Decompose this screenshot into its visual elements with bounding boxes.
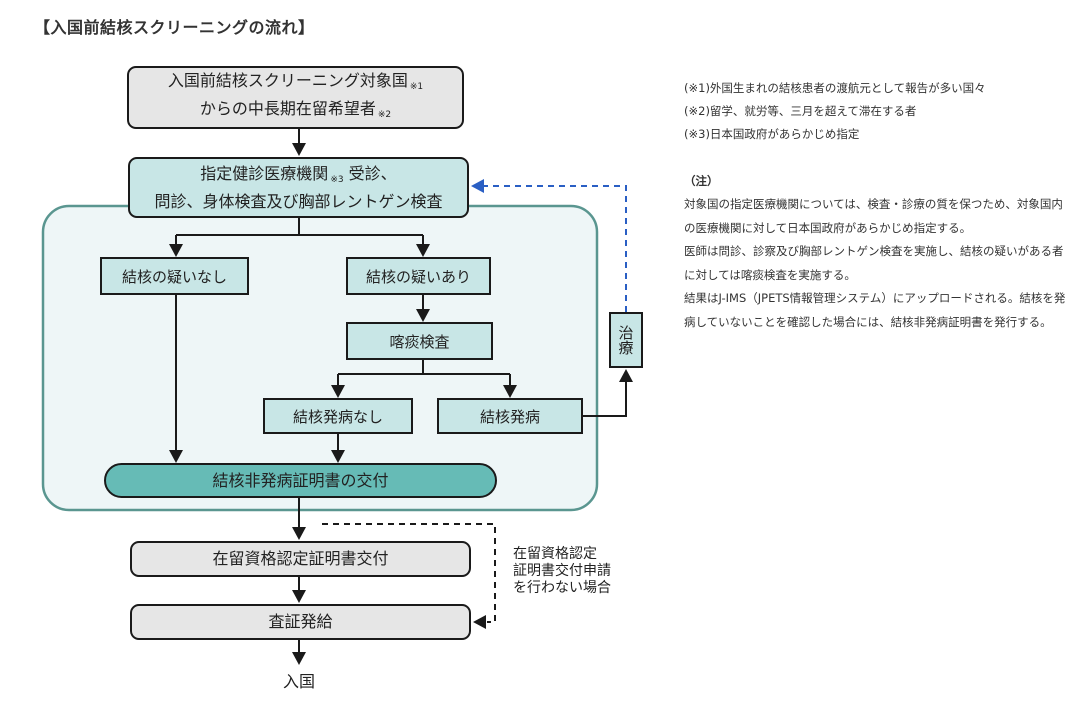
start-box: 入国前結核スクリーニング対象国※1 からの中長期在留希望者※2: [127, 66, 464, 129]
notes-body: 対象国の指定医療機関については、検査・診療の質を保つため、対象国内の医療機関に対…: [684, 193, 1069, 334]
exam-box: 指定健診医療機関※3 受診、 問診、身体検査及び胸部レントゲン検査: [128, 157, 469, 218]
arrow-coe-to-visa: [292, 577, 306, 603]
sputum-test-box: 喀痰検査: [346, 322, 493, 360]
arrow-suspicion-to-sputum: [416, 295, 430, 322]
onset-box: 結核発病: [437, 398, 583, 434]
start-line1: 入国前結核スクリーニング対象国: [167, 70, 408, 90]
certificate-pill: 結核非発病証明書の交付: [104, 463, 497, 498]
footnote-2: (※2)留学、就労等、三月を超えて滞在する者: [684, 104, 917, 118]
start-line2: からの中長期在留希望者: [199, 98, 376, 118]
treatment-box: 治療: [609, 312, 643, 368]
arrow-start-to-exam: [292, 129, 306, 156]
suspicion-box: 結核の疑いあり: [346, 257, 491, 295]
not-onset-box: 結核発病なし: [263, 398, 413, 434]
arrow-not-onset-to-certificate: [331, 434, 345, 463]
bypass-label-line: 証明書交付申請: [513, 563, 611, 579]
footnote-1: (※1)外国生まれの結核患者の渡航元として報告が多い国々: [684, 81, 986, 95]
notes-paragraph: 対象国の指定医療機関については、検査・診療の質を保つため、対象国内の医療機関に対…: [684, 197, 1063, 235]
notes-paragraph: 医師は問診、診察及び胸部レントゲン検査を実施し、結核の疑いがある者に対しては喀痰…: [684, 244, 1064, 282]
arrow-onset-to-treatment: [583, 369, 633, 417]
arrow-certificate-to-coe: [292, 498, 306, 540]
no-suspicion-box: 結核の疑いなし: [100, 257, 249, 295]
page-title: 【入国前結核スクリーニングの流れ】: [34, 18, 315, 37]
bypass-label: 在留資格認定 証明書交付申請 を行わない場合: [513, 546, 611, 597]
entry-label: 入国: [283, 672, 316, 691]
arrow-no-suspicion-to-certificate: [169, 295, 183, 463]
notes-heading: （注）: [684, 174, 719, 188]
arrow-bypass-dashed: [322, 523, 496, 629]
footnote-mark-1: ※1: [409, 81, 424, 92]
arrow-visa-to-entry: [292, 640, 306, 665]
footnote-mark-2: ※2: [377, 109, 392, 120]
footnote-3: (※3)日本国政府があらかじめ指定: [684, 127, 860, 141]
notes-paragraph: 結果はJ-IMS（JPETS情報管理システム）にアップロードされる。結核を発病し…: [684, 291, 1066, 329]
arrow-exam-split: [169, 218, 430, 257]
footnote-mark-3: ※3: [330, 174, 344, 185]
notes-panel: (※1)外国生まれの結核患者の渡航元として報告が多い国々 (※2)留学、就労等、…: [684, 77, 1069, 334]
bypass-label-line: を行わない場合: [513, 580, 611, 596]
exam-line2: 問診、身体検査及び胸部レントゲン検査: [154, 191, 443, 211]
visa-box: 査証発給: [130, 604, 471, 640]
exam-line1a: 指定健診医療機関: [200, 163, 329, 183]
coe-box: 在留資格認定証明書交付: [130, 541, 471, 577]
bypass-label-line: 在留資格認定: [513, 546, 597, 562]
arrow-treatment-to-exam-dashed: [471, 179, 627, 312]
arrow-sputum-split: [331, 360, 517, 398]
exam-line1b: 受診、: [343, 163, 397, 183]
